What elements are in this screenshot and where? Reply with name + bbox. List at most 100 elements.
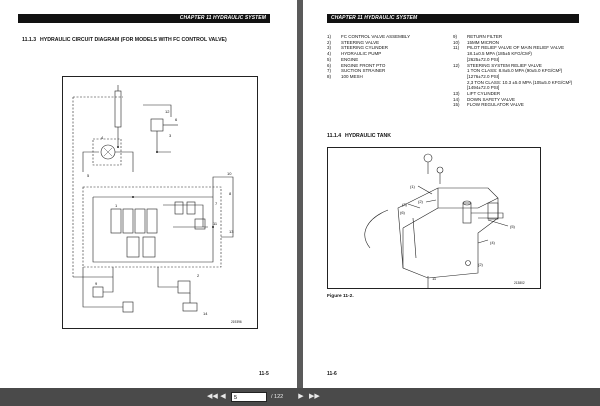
tank-label: (2): [418, 199, 424, 204]
section-title: HYDRAULIC TANK: [345, 133, 392, 139]
tank-label: (3): [402, 202, 408, 207]
legend-item: 7) SUCTION STRAINER: [327, 68, 447, 74]
legend-item-text: HYDRAULIC PUMP: [341, 51, 382, 57]
legend-left-column: 1) FC CONTROL VALVE ASSEMBLY 2) STEERING VA…: [327, 34, 447, 80]
legend-item-text: DOWN SAFETY VALVE: [467, 96, 516, 102]
diagram-label: 6: [175, 117, 178, 122]
legend-item: 10) 15MM MICRON: [453, 40, 583, 46]
figure-caption: Figure 11-2.: [327, 294, 354, 299]
tank-drawing: (1) (2) (3) (4) (5) (6) 11 (2) 213802: [364, 153, 525, 288]
legend-item-text: 100 MESH: [341, 73, 363, 79]
legend-item-detail: [2625±72.0 PSI]: [467, 56, 500, 62]
legend-item-detail: 1 TON CLASS: 8.8±5.0 MPA (90±5.0 KFG/CM²…: [467, 68, 563, 79]
diagram-label: 3: [169, 133, 172, 138]
legend-item: 4) HYDRAULIC PUMP: [327, 51, 447, 57]
legend-item-number: 4): [327, 51, 332, 57]
legend-item-text: STEERING SYSTEM RELIEF VALVE: [467, 62, 542, 68]
legend-item-number: 1): [327, 34, 332, 39]
legend-item: 8) 100 MESH: [327, 74, 447, 80]
diagram-label: 1: [115, 203, 118, 208]
tank-label: (2): [478, 262, 484, 267]
section-number: 11.1.4: [327, 133, 342, 139]
tank-label: (1): [410, 184, 416, 189]
diagram-label: 11: [213, 221, 218, 226]
tank-label: 11: [432, 276, 437, 281]
tank-label: (5): [510, 224, 516, 229]
legend-item-number: 2): [327, 39, 332, 45]
diagram-label: 9: [95, 281, 98, 286]
first-page-icon[interactable]: ◀◀: [207, 393, 218, 400]
legend-item-text: FC CONTROL VALVE ASSEMBLY: [341, 34, 411, 39]
legend-item: 9) RETURN FILTER: [453, 34, 583, 40]
legend-item-number: 13): [453, 91, 460, 97]
diagram-label: 13: [229, 229, 234, 234]
section-title: HYDRAULIC CIRCUIT DIAGRAM (FOR MODELS WI…: [40, 37, 227, 43]
legend-item: 6) ENGINE FRONT PTO: [327, 63, 447, 69]
figure-code: 219396: [231, 320, 242, 324]
legend-item-number: 10): [453, 39, 460, 45]
chapter-header-bar: CHAPTER 11 HYDRAULIC SYSTEM: [327, 14, 579, 23]
legend-item-text: RETURN FILTER: [467, 34, 503, 39]
legend-item-number: 9): [453, 34, 458, 39]
legend-item: 1) FC CONTROL VALVE ASSEMBLY: [327, 34, 447, 40]
legend-item-number: 14): [453, 96, 460, 102]
legend-right-column: 9) RETURN FILTER 10) 15MM MICRON 11) PILOT RE…: [453, 34, 583, 108]
legend-item: 2) STEERING VALVE: [327, 40, 447, 46]
page-number: 11-5: [259, 371, 269, 377]
legend-item-text: STEERING CYLINDER: [341, 45, 389, 51]
last-page-icon[interactable]: ▶▶: [309, 393, 320, 400]
legend-item-number: 5): [327, 56, 332, 62]
legend-item: 11) PILOT RELIEF VALVE OF MAIN RELIEF VAL…: [453, 45, 583, 51]
tank-label: (4): [490, 240, 496, 245]
legend-item-number: 15): [453, 102, 460, 108]
diagram-label: 2: [197, 273, 200, 278]
legend-item: 13) LIFT CYLINDER: [453, 91, 583, 97]
legend-item-number: 11): [453, 45, 460, 51]
hydraulic-circuit-diagram: 11 12 6 4 3 10 1 7 8 5 2 9 13 14 219396: [62, 76, 258, 329]
hydraulic-tank-figure: (1) (2) (3) (4) (5) (6) 11 (2) 213802: [327, 147, 541, 289]
legend-item-detail: 18.1±0.5 MPA (185±5 KFG/CM²): [467, 51, 532, 57]
diagram-label: 5: [87, 173, 90, 178]
diagram-label: 7: [215, 201, 218, 206]
legend-item-text: SUCTION STRAINER: [341, 68, 386, 74]
legend-item-text: ENGINE FRONT PTO: [341, 62, 386, 68]
diagram-label: 8: [229, 191, 232, 196]
page-number-box: [231, 392, 267, 403]
tank-label: (6): [400, 210, 406, 215]
legend-item: 5) ENGINE: [327, 57, 447, 63]
figure-code: 213802: [514, 281, 525, 285]
legend-item-number: 3): [327, 45, 332, 51]
page-number-input[interactable]: [232, 393, 248, 403]
legend-item-text: ENGINE: [341, 56, 359, 62]
previous-page-icon[interactable]: ◀: [220, 393, 226, 400]
chapter-header-text: CHAPTER 11 HYDRAULIC SYSTEM: [179, 15, 266, 21]
legend-item-text: LIFT CYLINDER: [467, 91, 501, 97]
legend-item-text: FLOW REGULATOR VALVE: [467, 102, 524, 108]
legend-item-number: 8): [327, 73, 332, 79]
page-total: / 122: [271, 394, 284, 400]
diagram-label: 14: [203, 311, 208, 316]
diagram-label: 10: [227, 171, 232, 176]
next-page-icon[interactable]: ▶: [298, 393, 304, 400]
chapter-header-text: CHAPTER 11 HYDRAULIC SYSTEM: [331, 15, 418, 21]
chapter-header-bar: CHAPTER 11 HYDRAULIC SYSTEM: [18, 14, 270, 23]
legend-item: 15) FLOW REGULATOR VALVE: [453, 102, 583, 108]
legend-item: 14) DOWN SAFETY VALVE: [453, 97, 583, 103]
diagram-label: 4: [101, 135, 104, 140]
legend-item-number: 7): [327, 68, 332, 74]
section-number: 11.1.3: [22, 37, 37, 43]
legend-item-number: 6): [327, 62, 332, 68]
legend-item-text: STEERING VALVE: [341, 39, 380, 45]
legend-item-text: 15MM MICRON: [467, 39, 500, 45]
viewer-toolbar: ◀◀ ◀ / 122 ▶ ▶▶: [0, 388, 600, 406]
legend-item: 3) STEERING CYLINDER: [327, 45, 447, 51]
page-number: 11-6: [327, 371, 337, 377]
circuit-drawing: 11 12 6 4 3 10 1 7 8 5 2 9 13 14 219396: [72, 85, 242, 324]
legend-item: 12) STEERING SYSTEM RELIEF VALVE: [453, 63, 583, 69]
legend-item-number: 12): [453, 62, 460, 68]
legend-item-text: PILOT RELIEF VALVE OF MAIN RELIEF VALVE: [467, 45, 565, 51]
right-page: CHAPTER 11 HYDRAULIC SYSTEM 1) FC CONTROL…: [303, 0, 600, 388]
